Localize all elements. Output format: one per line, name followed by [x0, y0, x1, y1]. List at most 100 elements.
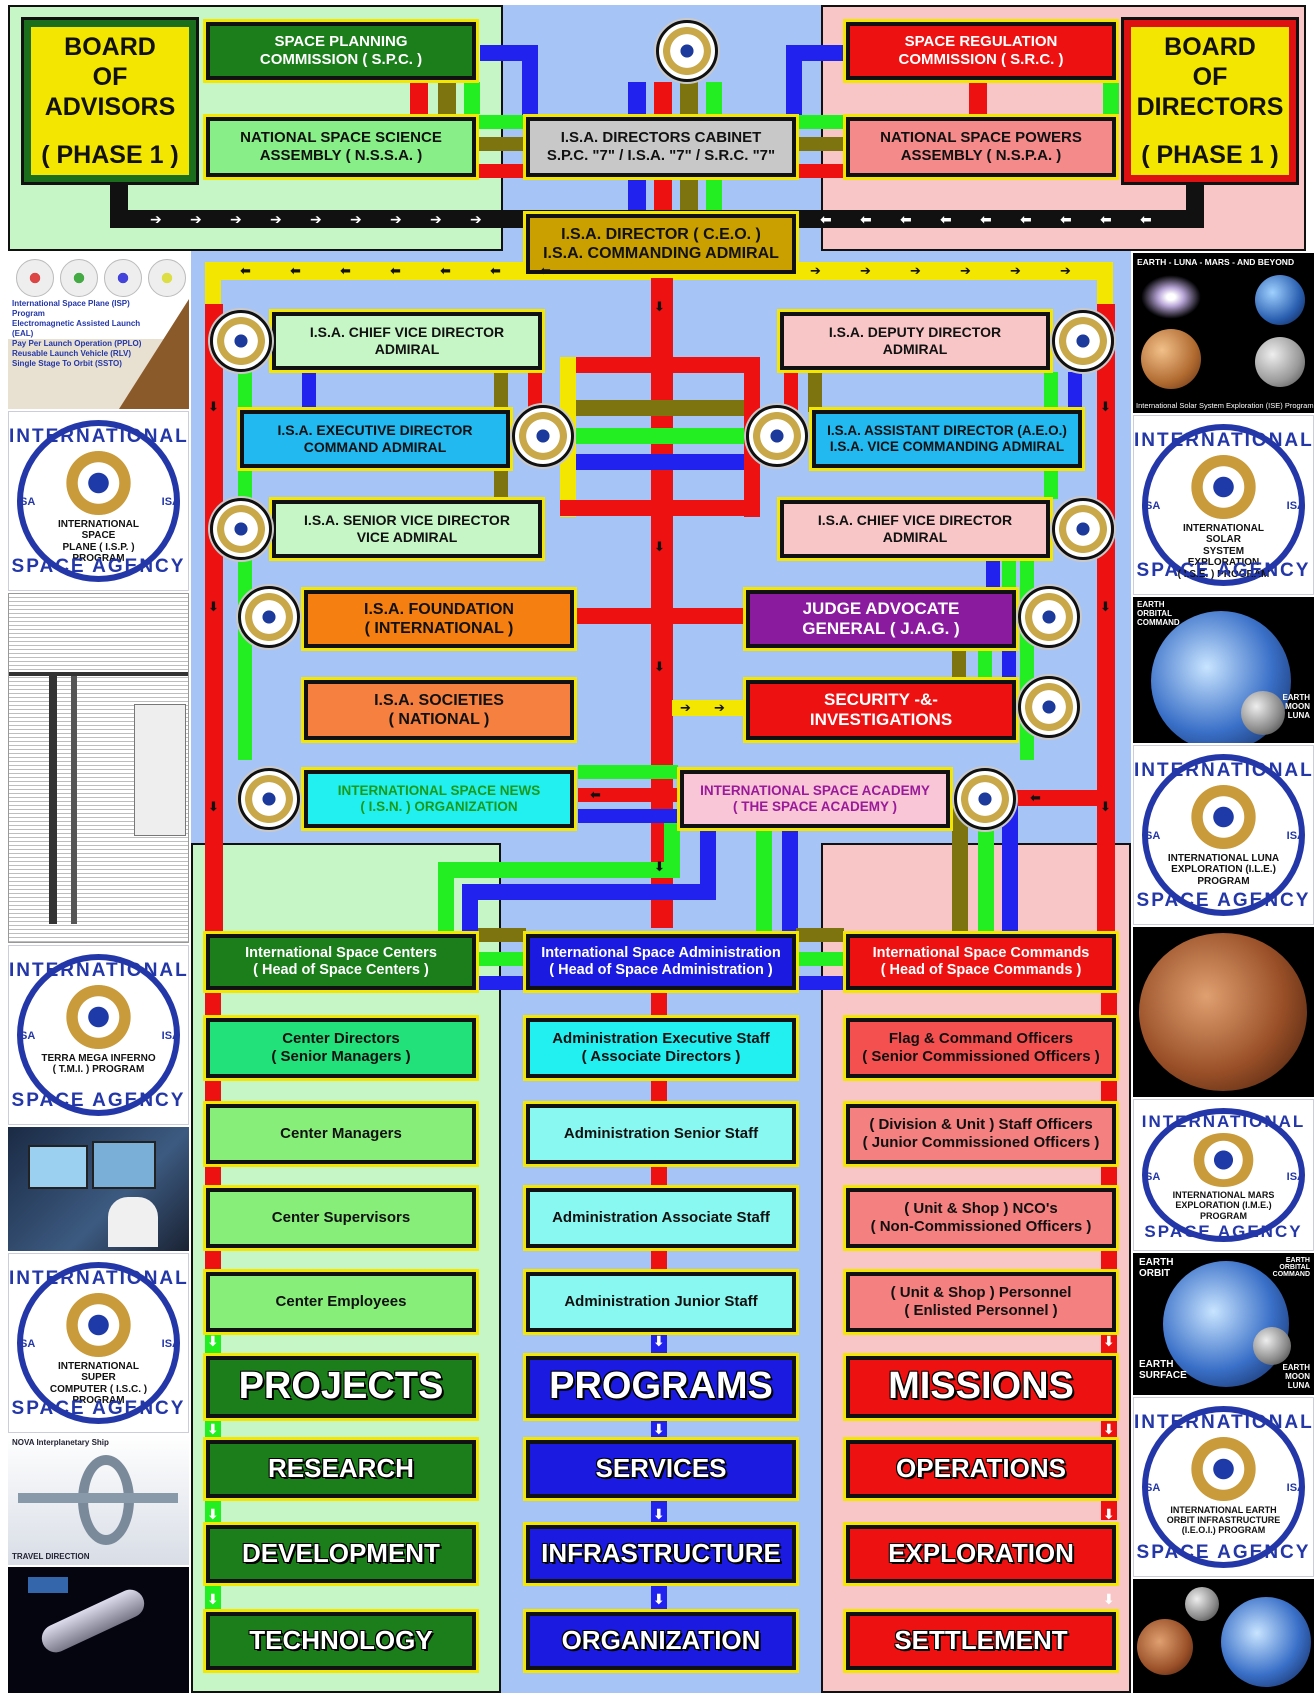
compass-icon	[1191, 785, 1256, 850]
connector-line	[494, 372, 508, 412]
centers-level-box[interactable]: Center Managers	[203, 1101, 479, 1167]
connector-line	[438, 862, 454, 932]
arrow-left-icon: ⬅	[980, 211, 992, 227]
connector-line	[952, 803, 968, 931]
arrow-down-icon: ⬇	[207, 1506, 219, 1522]
administration-level-box[interactable]: Administration Executive Staff ( Associa…	[523, 1015, 799, 1081]
isa-foundation[interactable]: I.S.A. FOUNDATION( INTERNATIONAL )	[301, 587, 577, 651]
isp-program-emblem: INTERNATIONAL ISA ISA INTERNATIONAL SPAC…	[8, 411, 189, 591]
isc-program-emblem: INTERNATIONAL ISA ISA INTERNATIONAL SUPE…	[8, 1253, 189, 1433]
mars-icon	[1137, 1619, 1193, 1675]
connector-line	[462, 884, 714, 900]
galaxy-icon	[1141, 275, 1201, 319]
isa-director[interactable]: I.S.A. DIRECTOR ( C.E.O. )I.S.A. COMMAND…	[523, 211, 799, 277]
connector-line	[478, 976, 526, 990]
connector-line	[808, 372, 822, 412]
connector-line	[1044, 467, 1058, 499]
moon-icon	[1253, 1327, 1291, 1365]
organization-box[interactable]: ORGANIZATION	[523, 1609, 799, 1673]
connector-line	[1016, 790, 1098, 806]
connector-line	[238, 560, 252, 760]
isa-seal-icon	[238, 586, 300, 648]
projects-box[interactable]: PROJECTS	[203, 1353, 479, 1421]
connector-line	[462, 884, 478, 934]
commands-level-box[interactable]: Flag & Command Officers ( Senior Commiss…	[843, 1015, 1119, 1081]
arrow-down-icon: ⬇	[654, 299, 665, 314]
connector-line	[576, 400, 744, 416]
centers-level-box[interactable]: Center Employees	[203, 1269, 479, 1335]
arrow-left-icon: ⬅	[1100, 211, 1112, 227]
commands-level-box[interactable]: ( Division & Unit ) Staff Officers ( Jun…	[843, 1101, 1119, 1167]
space-commands-head[interactable]: International Space Commands( Head of Sp…	[843, 931, 1119, 993]
connector-line	[578, 765, 678, 779]
space-plane-icon	[104, 259, 142, 297]
space-centers-head[interactable]: International Space Centers( Head of Spa…	[203, 931, 479, 993]
mountain-shape	[119, 299, 189, 409]
connector-line	[664, 823, 680, 878]
development-box[interactable]: DEVELOPMENT	[203, 1522, 479, 1586]
administration-level-box[interactable]: Administration Associate Staff	[523, 1185, 799, 1251]
research-box[interactable]: RESEARCH	[203, 1437, 479, 1501]
mars-icon	[1139, 933, 1307, 1091]
connector-line	[969, 82, 987, 114]
isa-seal-icon	[1052, 498, 1114, 560]
commands-level-box[interactable]: ( Unit & Shop ) NCO's ( Non-Commissioned…	[843, 1185, 1119, 1251]
administration-level-box[interactable]: Administration Junior Staff	[523, 1269, 799, 1335]
connector-line	[205, 262, 221, 304]
infrastructure-box[interactable]: INFRASTRUCTURE	[523, 1522, 799, 1586]
exploration-box[interactable]: EXPLORATION	[843, 1522, 1119, 1586]
arrow-down-icon: ⬇	[1103, 1333, 1115, 1349]
isa-seal-icon	[210, 310, 272, 372]
compass-icon	[1191, 455, 1256, 520]
isa-seal-icon	[210, 498, 272, 560]
connector-line	[560, 500, 760, 516]
missions-box[interactable]: MISSIONS	[843, 1353, 1119, 1421]
mega-inferno-diagram	[8, 593, 189, 943]
centers-level-box[interactable]: Center Directors ( Senior Managers )	[203, 1015, 479, 1081]
arrow-down-icon: ⬇	[208, 799, 219, 814]
operations-box[interactable]: OPERATIONS	[843, 1437, 1119, 1501]
assistant-director[interactable]: I.S.A. ASSISTANT DIRECTOR (A.E.O.)I.S.A.…	[809, 407, 1085, 471]
arrow-left-icon: ⬅	[1140, 211, 1152, 227]
administration-level-box[interactable]: Administration Senior Staff	[523, 1101, 799, 1167]
services-box[interactable]: SERVICES	[523, 1437, 799, 1501]
arrow-right-icon: ➔	[390, 211, 402, 227]
settlement-box[interactable]: SETTLEMENT	[843, 1609, 1119, 1673]
space-administration-head[interactable]: International Space Administration( Head…	[523, 931, 799, 993]
connector-line	[576, 428, 744, 444]
international-space-news[interactable]: INTERNATIONAL SPACE NEWS( I.S.N. ) ORGAN…	[301, 767, 577, 831]
board-of-advisors[interactable]: BOARD OF ADVISORS ( PHASE 1 )	[21, 17, 199, 185]
arrow-left-icon: ⬅	[440, 263, 451, 278]
arrow-right-icon: ➔	[1010, 263, 1021, 278]
board-of-directors[interactable]: BOARD OF DIRECTORS ( PHASE 1 )	[1121, 17, 1299, 185]
space-plane-icon	[60, 259, 98, 297]
connector-line	[796, 952, 844, 966]
programs-box[interactable]: PROGRAMS	[523, 1353, 799, 1421]
earth-icon	[1255, 275, 1305, 325]
centers-level-box[interactable]: Center Supervisors	[203, 1185, 479, 1251]
technology-box[interactable]: TECHNOLOGY	[203, 1609, 479, 1673]
connector-line	[478, 164, 526, 178]
space-plane-panel: International Space Plane (ISP) Program …	[8, 253, 189, 409]
arrow-left-icon: ⬅	[1020, 211, 1032, 227]
security-investigations[interactable]: SECURITY -&-INVESTIGATIONS	[743, 677, 1019, 743]
arrow-right-icon: ➔	[310, 211, 322, 227]
isa-societies[interactable]: I.S.A. SOCIETIES( NATIONAL )	[301, 677, 577, 743]
space-plane-icon	[148, 259, 186, 297]
international-space-academy[interactable]: INTERNATIONAL SPACE ACADEMY( THE SPACE A…	[677, 767, 953, 831]
connector-line	[560, 357, 760, 373]
commands-level-box[interactable]: ( Unit & Shop ) Personnel ( Enlisted Per…	[843, 1269, 1119, 1335]
compass-icon	[66, 451, 131, 516]
super-computer-photo	[8, 1127, 189, 1251]
